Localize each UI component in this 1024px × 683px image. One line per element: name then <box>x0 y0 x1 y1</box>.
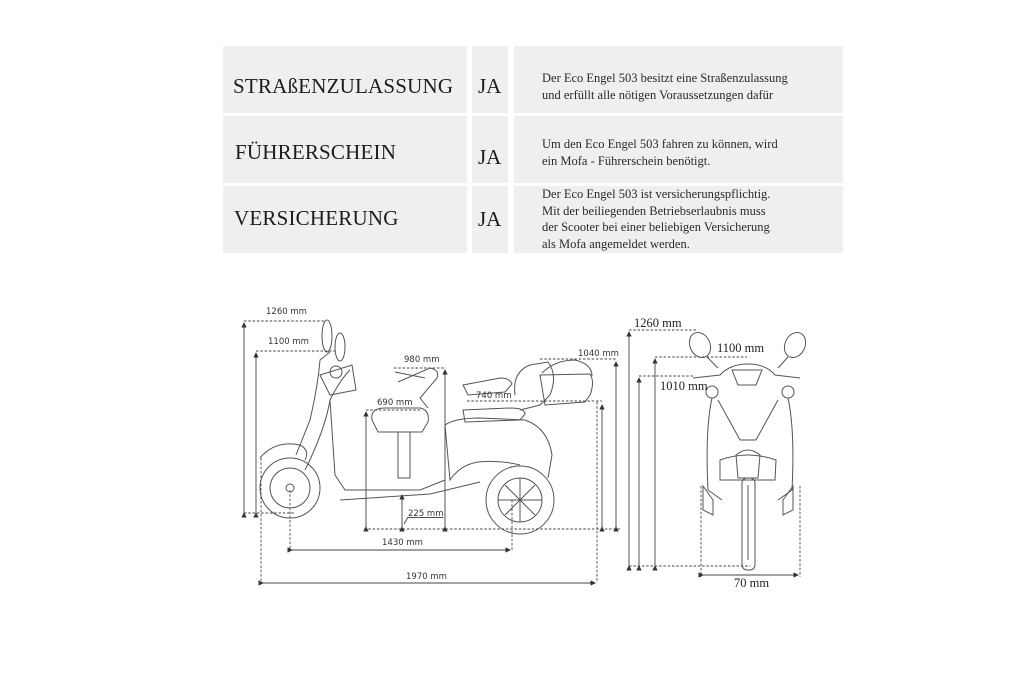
description-line: und erfüllt alle nötigen Voraussetzungen… <box>542 87 774 102</box>
front-view-diagram: 1260 mm 1100 mm 1010 mm 70 mm <box>626 316 807 590</box>
row-description: Der Eco Engel 503 ist versicherungspflic… <box>542 186 770 252</box>
front-dim-mirror-height: 1260 mm <box>634 316 682 330</box>
dim-wheelbase: 1430 mm <box>382 538 423 548</box>
dim-seat-height: 690 mm <box>377 398 413 408</box>
dim-total-height: 1260 mm <box>266 307 307 317</box>
description-line: Um den Eco Engel 503 fahren zu können, w… <box>542 137 778 151</box>
dim-ground-clearance: 225 mm <box>408 509 444 519</box>
row-answer: JA <box>478 74 502 98</box>
dim-topcase-height: 1040 mm <box>578 349 619 359</box>
description-line: Der Eco Engel 503 ist versicherungspflic… <box>542 187 771 201</box>
description-line: Der Eco Engel 503 besitzt eine Straßenzu… <box>542 71 788 85</box>
row-3-label-cell: VERSICHERUNG <box>223 186 467 253</box>
description-line: ein Mofa - Führerschein benötigt. <box>542 153 711 168</box>
front-dim-width: 70 mm <box>734 576 769 590</box>
row-description: Um den Eco Engel 503 fahren zu können, w… <box>542 136 778 169</box>
row-2-answer-cell: JA <box>472 116 508 183</box>
front-dim-handlebar-height: 1100 mm <box>717 341 764 355</box>
row-1-description-cell: Der Eco Engel 503 besitzt eine Straßenzu… <box>514 46 843 113</box>
description-line: der Scooter bei einer beliebigen Versich… <box>542 220 770 234</box>
row-3-answer-cell: JA <box>472 186 508 253</box>
dim-rear-seat-height: 740 mm <box>476 391 512 401</box>
row-3-description-cell: Der Eco Engel 503 ist versicherungspflic… <box>514 186 843 253</box>
front-dim-grip-height: 1010 mm <box>660 379 708 393</box>
row-1-label-cell: STRAßENZULASSUNG <box>223 46 467 113</box>
row-1-answer-cell: JA <box>472 46 508 113</box>
description-line: als Mofa angemeldet werden. <box>542 236 690 251</box>
row-label: STRAßENZULASSUNG <box>233 74 454 98</box>
side-view-diagram: 1260 mm 1100 mm 980 mm 690 mm 740 mm 104… <box>241 307 620 586</box>
row-answer: JA <box>478 145 502 169</box>
row-2-description-cell: Um den Eco Engel 503 fahren zu können, w… <box>514 116 843 183</box>
dim-backrest-height: 980 mm <box>404 355 440 365</box>
dim-total-length: 1970 mm <box>406 572 447 582</box>
front-scooter-sketch <box>688 331 807 571</box>
row-answer: JA <box>478 207 502 231</box>
row-2-label-cell: FÜHRERSCHEIN <box>223 116 467 183</box>
side-scooter-sketch <box>259 319 593 535</box>
row-description: Der Eco Engel 503 besitzt eine Straßenzu… <box>542 70 788 103</box>
dim-handlebar-height: 1100 mm <box>268 337 309 347</box>
description-line: Mit der beiliegenden Betriebserlaubnis m… <box>542 203 766 218</box>
row-label: VERSICHERUNG <box>234 206 399 230</box>
row-label: FÜHRERSCHEIN <box>235 140 397 164</box>
